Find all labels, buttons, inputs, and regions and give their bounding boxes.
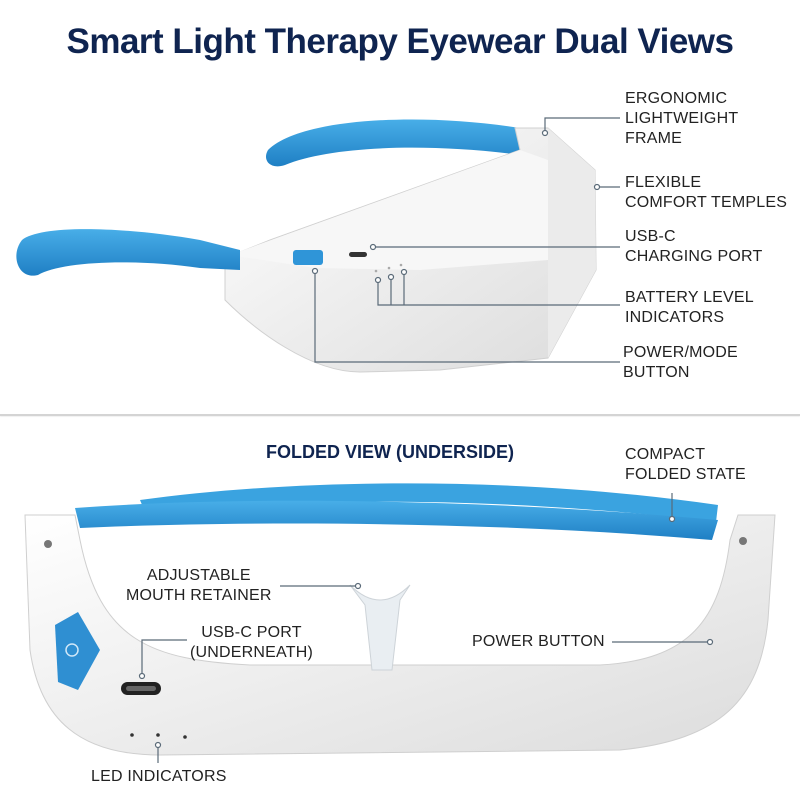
callout-flexible-temples: FLEXIBLE COMFORT TEMPLES	[625, 174, 788, 211]
page-title: Smart Light Therapy Eyewear Dual Views	[66, 22, 735, 61]
power-mode-button-icon	[293, 250, 323, 265]
callout-usb-c-charging-port: USB-C CHARGING PORT	[625, 228, 763, 265]
callout-power-button: POWER BUTTON	[472, 633, 605, 650]
callout-battery-indicators: BATTERY LEVEL INDICATORS	[625, 289, 754, 326]
section-divider	[0, 414, 800, 416]
callout-ergonomic-frame: ERGONOMIC LIGHTWEIGHT FRAME	[625, 90, 739, 147]
top-leader-lines	[311, 117, 620, 363]
top-eyewear	[16, 119, 597, 373]
callout-led-indicators: LED INDICATORS	[91, 768, 227, 785]
bottom-leader-lines	[138, 493, 714, 763]
section-title-folded-view: FOLDED VIEW (UNDERSIDE)	[266, 442, 515, 462]
callout-power-mode-button: POWER/MODE BUTTON	[623, 344, 738, 381]
callout-mouth-retainer: ADJUSTABLE MOUTH RETAINER	[126, 567, 272, 604]
callout-usb-c-port-underneath: USB-C PORT (UNDERNEATH)	[190, 624, 313, 661]
folded-eyewear	[24, 483, 776, 756]
callout-compact-folded-state: COMPACT FOLDED STATE	[625, 446, 746, 483]
